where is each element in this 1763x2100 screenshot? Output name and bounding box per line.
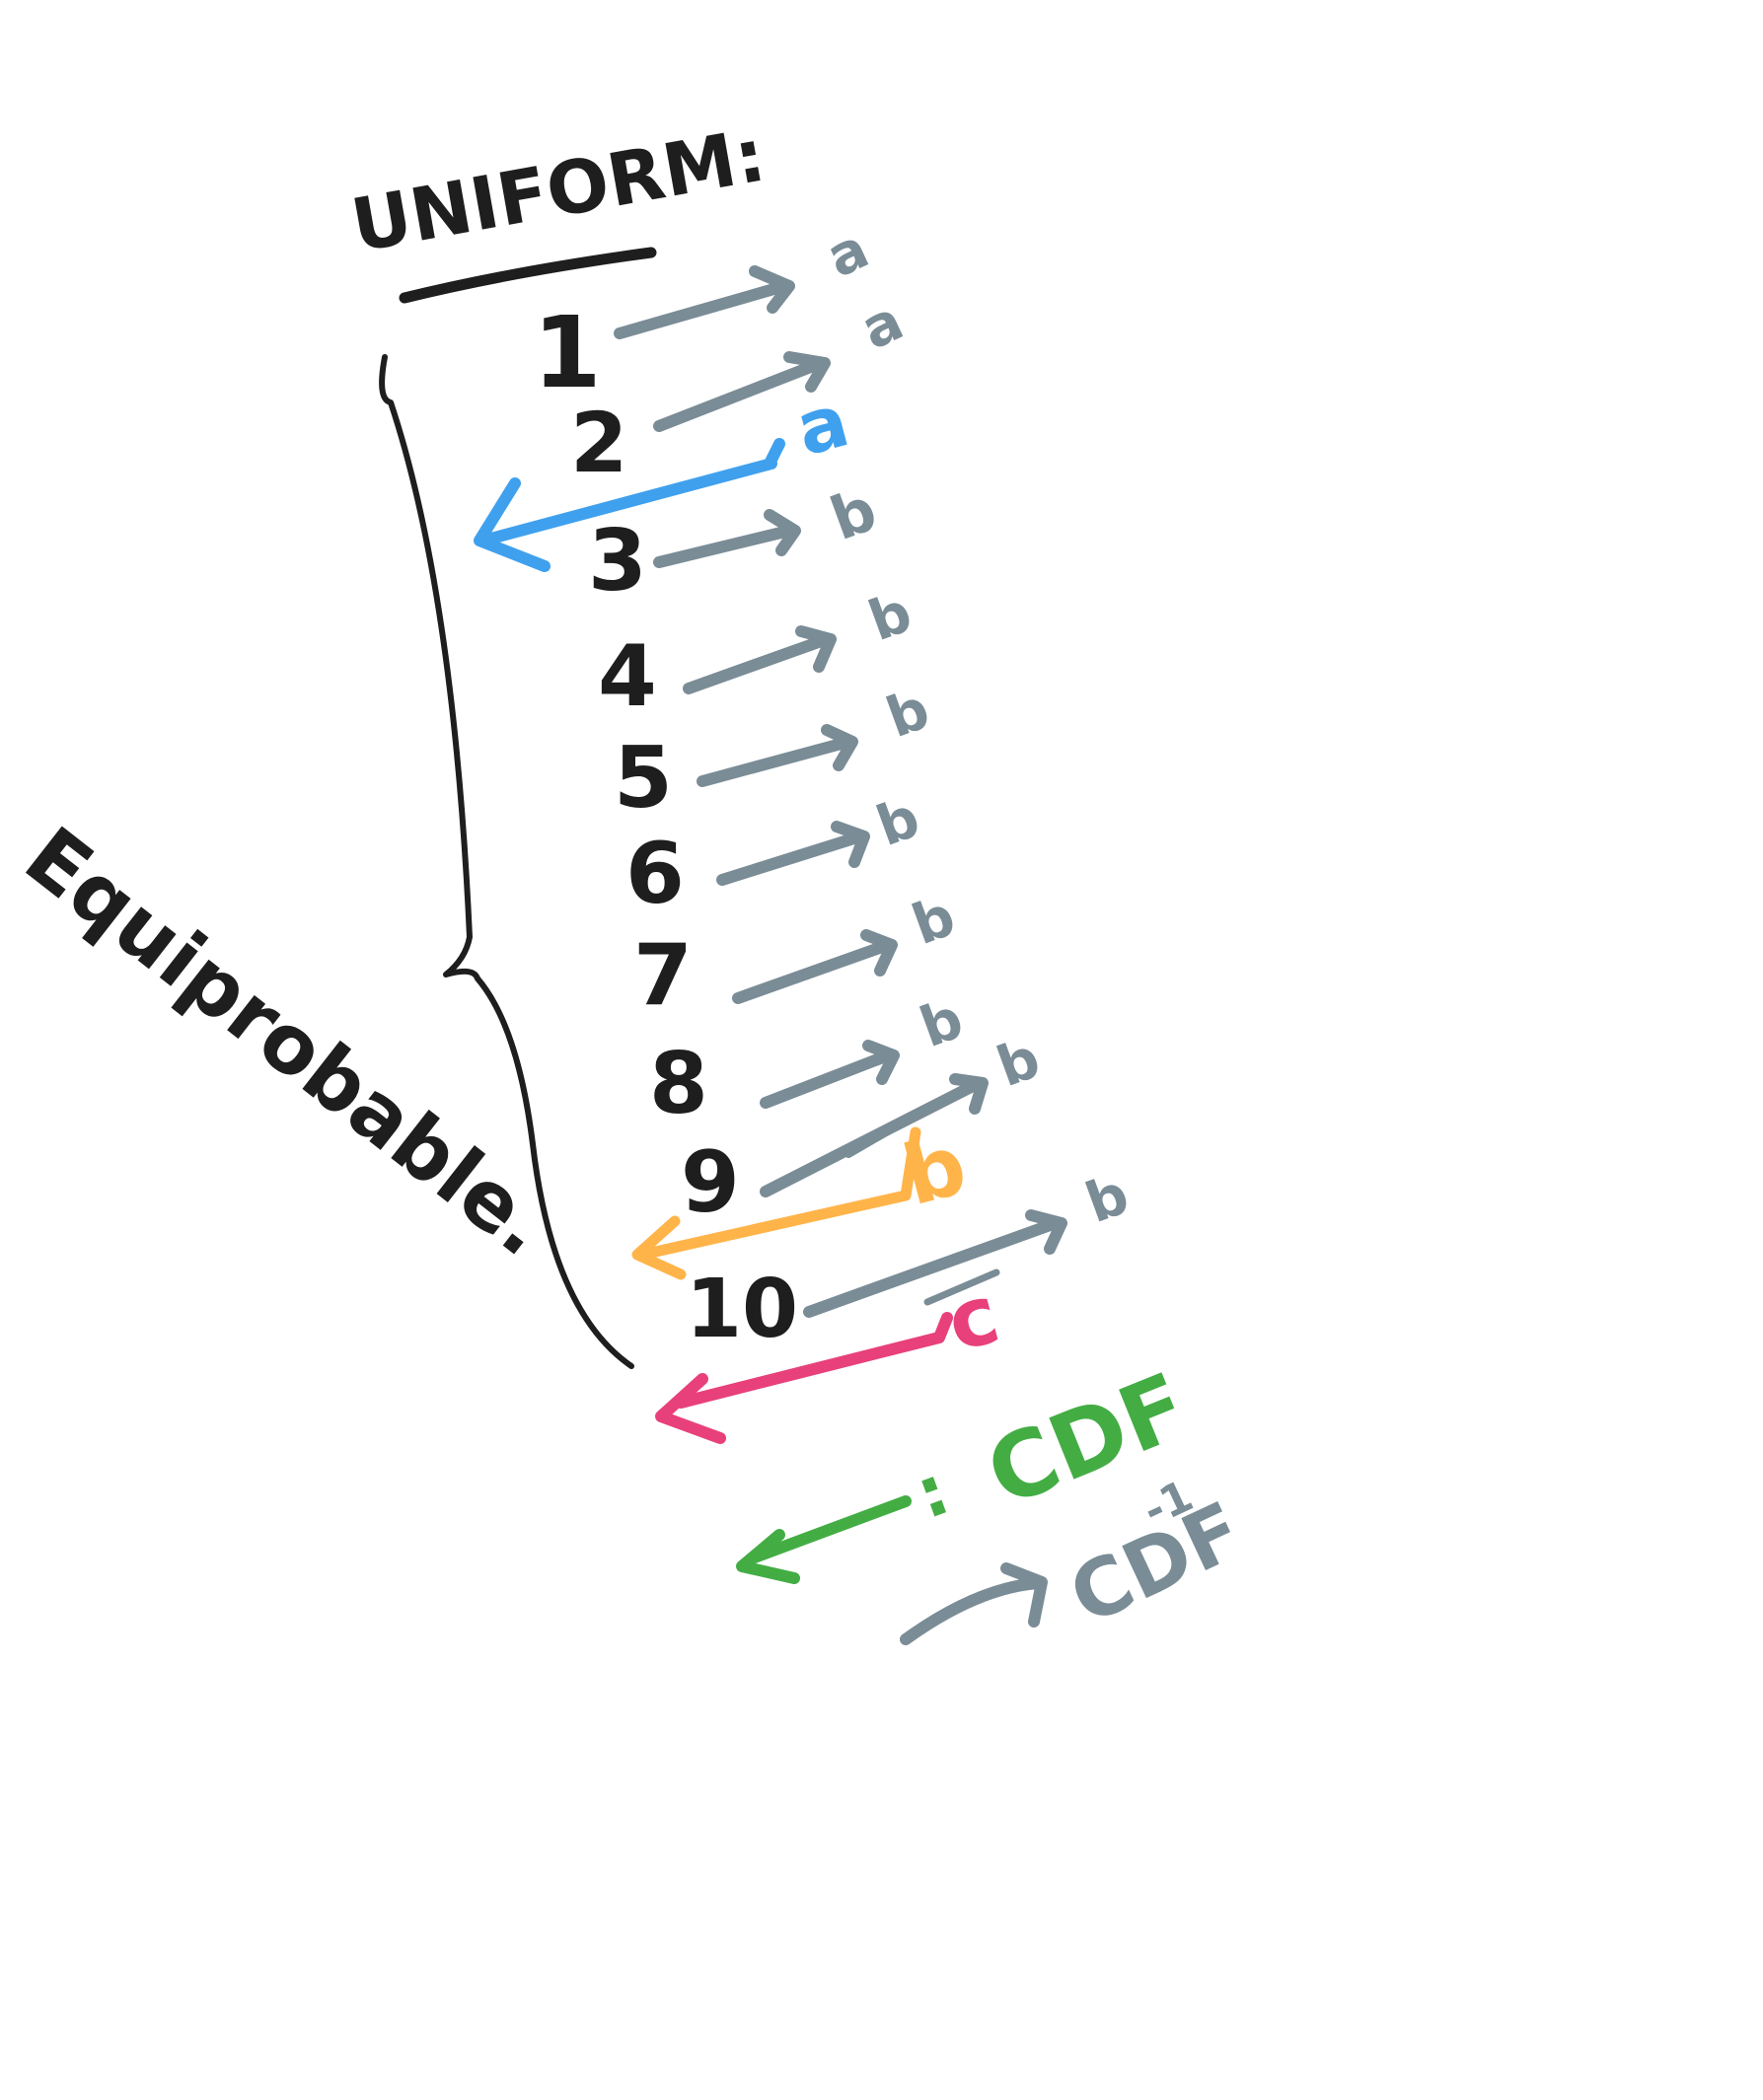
outcome-row4: b — [861, 580, 920, 654]
outcome-row8: b — [913, 986, 972, 1060]
title-underline — [399, 247, 657, 304]
outcome-row7: b — [905, 884, 964, 958]
number-column: 1 2 3 4 5 6 7 8 9 10 — [533, 295, 798, 1356]
outcome-row1-a: a — [817, 217, 878, 291]
number-9: 9 — [681, 1133, 740, 1232]
gray-arrows — [614, 265, 1067, 1318]
gray-arrow-10b — [923, 1268, 1000, 1306]
gray-arrow-8 — [760, 1040, 900, 1109]
legend-green-arrow — [736, 1495, 912, 1584]
number-10: 10 — [686, 1263, 798, 1356]
gray-arrow-2 — [653, 351, 831, 432]
number-1: 1 — [533, 295, 602, 410]
gray-arrow-4 — [683, 625, 837, 694]
gray-arrow-9b — [845, 1099, 941, 1158]
number-6: 6 — [625, 825, 685, 923]
outcome-row8-extra: b — [990, 1026, 1049, 1100]
number-4: 4 — [598, 627, 657, 726]
outcome-row1-b: a — [851, 289, 913, 363]
gray-arrow-3 — [653, 509, 801, 568]
orange-cdf-arrow — [631, 1126, 921, 1280]
gray-arrow-6 — [716, 821, 870, 886]
pink-cdf-arrow — [655, 1312, 953, 1444]
blue-cdf-arrow — [474, 438, 785, 572]
gray-arrow-10 — [803, 1209, 1067, 1318]
highlight-outcome-a: a — [787, 378, 856, 472]
outcome-row3: b — [822, 475, 885, 554]
curly-brace — [379, 354, 634, 1369]
number-8: 8 — [649, 1035, 708, 1133]
legend-gray-arrow — [900, 1562, 1048, 1645]
number-5: 5 — [614, 729, 673, 828]
number-3: 3 — [588, 512, 647, 611]
legend: : CDF CDF -1 — [736, 1353, 1256, 1645]
equiprobable-label: Equiprobable. — [8, 810, 566, 1275]
outcome-row5: b — [879, 677, 938, 751]
legend-separator: : — [906, 1449, 959, 1535]
gray-arrow-7 — [732, 929, 898, 1004]
outcome-row6: b — [869, 785, 928, 859]
number-2: 2 — [570, 395, 627, 491]
number-7: 7 — [633, 926, 693, 1025]
gray-arrow-1 — [614, 265, 795, 339]
diagram-title: UNIFORM: — [345, 113, 771, 269]
gray-arrow-5 — [697, 724, 858, 787]
outcome-row10: b — [1078, 1162, 1138, 1236]
